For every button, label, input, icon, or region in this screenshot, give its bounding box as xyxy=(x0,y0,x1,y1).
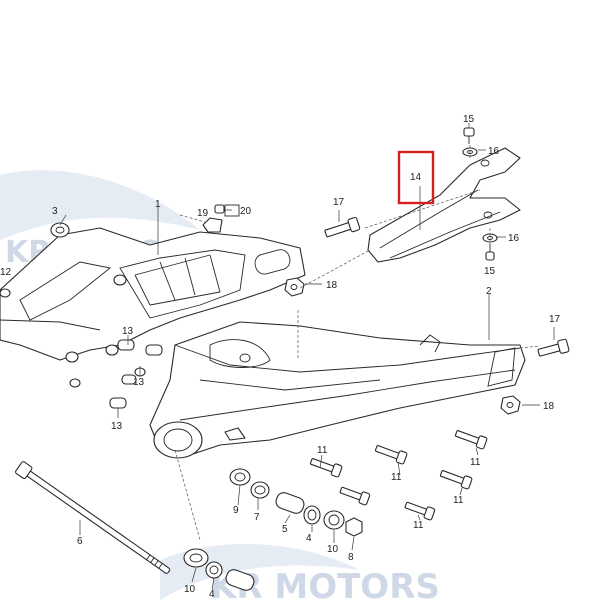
callout-13b: 13 xyxy=(133,377,145,388)
callout-20: 20 xyxy=(240,206,252,217)
chain-guard-part xyxy=(367,147,521,263)
callout-18a: 18 xyxy=(326,280,338,291)
bracket-19-20-parts xyxy=(202,204,240,233)
callout-12: 12 xyxy=(0,267,12,278)
assembly-lines xyxy=(174,145,541,541)
callout-13a: 13 xyxy=(122,326,134,337)
callout-16b: 16 xyxy=(508,233,520,244)
swingarm-part xyxy=(149,321,526,459)
bushing-13-parts xyxy=(109,339,163,409)
screw-15-parts xyxy=(463,127,495,261)
callout-9: 9 xyxy=(233,505,239,516)
watermark-swoosh-lower xyxy=(160,543,360,600)
callout-14: 14 xyxy=(410,172,422,183)
callout-5: 5 xyxy=(282,524,288,535)
callout-1: 1 xyxy=(155,199,161,210)
bolt-11-parts xyxy=(309,430,488,521)
pivot-shaft-part xyxy=(15,461,171,574)
callout-10b: 10 xyxy=(184,584,196,595)
callout-19: 19 xyxy=(197,208,209,219)
callout-labels: 1 2 3 4 4 5 6 7 8 9 10 10 11 11 11 11 11… xyxy=(0,114,561,600)
callout-8: 8 xyxy=(348,552,354,563)
callout-11d: 11 xyxy=(453,495,464,506)
leader-lines xyxy=(59,123,555,591)
callout-16a: 16 xyxy=(488,146,500,157)
callout-3: 3 xyxy=(52,206,58,217)
callout-13c: 13 xyxy=(111,421,123,432)
callout-6: 6 xyxy=(77,536,83,547)
callout-17b: 17 xyxy=(549,314,561,325)
highlight-box xyxy=(397,150,435,205)
callout-17a: 17 xyxy=(333,197,345,208)
callout-11b: 11 xyxy=(391,472,402,483)
callout-2: 2 xyxy=(486,286,492,297)
callout-15a: 15 xyxy=(463,114,475,125)
callout-11e: 11 xyxy=(413,520,424,531)
callout-10a: 10 xyxy=(327,544,339,555)
watermark-swoosh-upper xyxy=(0,170,200,240)
callout-11c: 11 xyxy=(470,457,481,468)
bolt-17-parts xyxy=(324,216,570,357)
callout-7: 7 xyxy=(254,512,260,523)
callout-11a: 11 xyxy=(317,445,328,456)
frame-part xyxy=(0,222,306,388)
callout-4: 4 xyxy=(306,533,312,544)
callout-15b: 15 xyxy=(484,266,496,277)
bearing-spacer-parts xyxy=(183,468,363,591)
callout-4b: 4 xyxy=(209,589,215,600)
nut-18-parts xyxy=(284,277,521,415)
callout-18b: 18 xyxy=(543,401,555,412)
